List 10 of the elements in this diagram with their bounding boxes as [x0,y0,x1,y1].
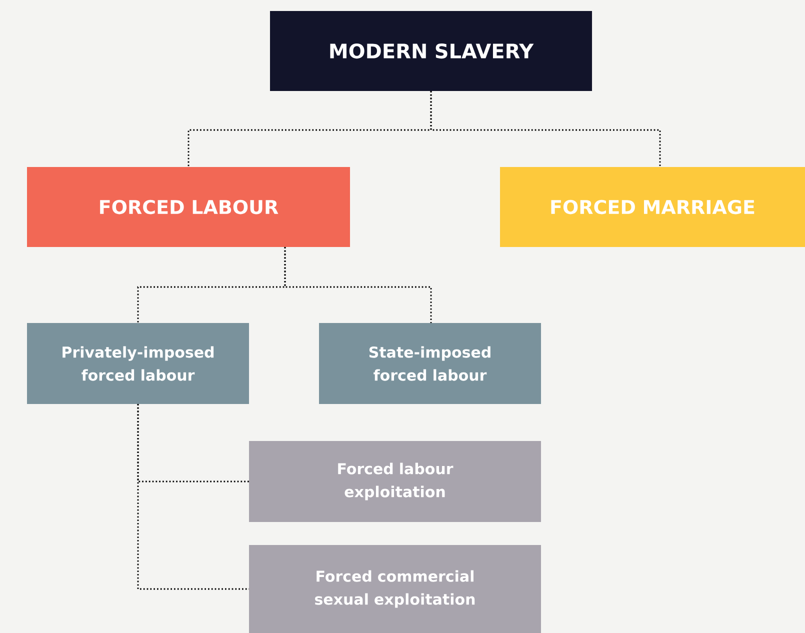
subcategory-box: Privately-imposed forced labour [27,323,249,404]
category-box: FORCED MARRIAGE [500,167,805,247]
connector-line [284,247,432,323]
connector-line [137,404,249,590]
title-box: MODERN SLAVERY [270,11,592,91]
category-box: FORCED LABOUR [27,167,350,247]
connector-line [430,91,661,167]
type-box: Forced commercial sexual exploitation [249,545,541,633]
subcategory-box: State-imposed forced labour [319,323,541,404]
type-box: Forced labour exploitation [249,441,541,522]
